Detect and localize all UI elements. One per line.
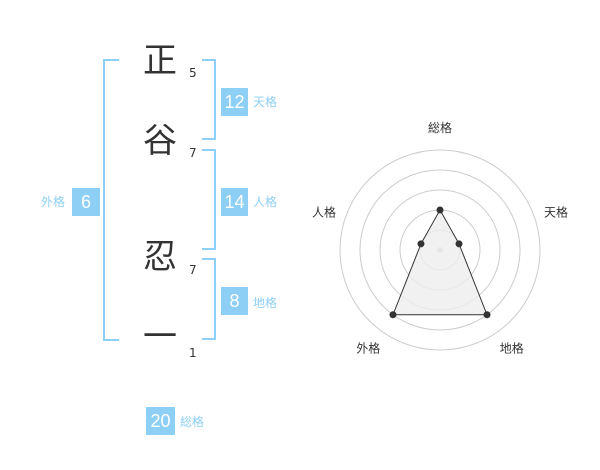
soukaku-value: 20: [146, 407, 175, 435]
gaikaku-label: 外格: [41, 195, 66, 209]
chikaku-bracket: [202, 258, 216, 340]
radar-point-3: [483, 311, 491, 319]
radar-point-2: [455, 240, 463, 248]
chikaku-value: 8: [221, 287, 248, 315]
radar-axis-label-3: 地格: [500, 341, 524, 356]
stroke-count-3: 7: [189, 263, 197, 277]
name-char-2: 谷: [143, 121, 177, 161]
radar-ring: [339, 149, 541, 351]
jinkaku-bracket: [202, 149, 216, 250]
name-char-1: 正: [143, 41, 177, 81]
radar-point-5: [417, 240, 425, 248]
tenkaku-value: 12: [221, 88, 248, 116]
chikaku-label: 地格: [253, 296, 278, 310]
radar-axis-label-5: 人格: [312, 204, 336, 219]
radar-point-4: [389, 311, 397, 319]
jinkaku-value: 14: [221, 188, 248, 216]
gaikaku-bracket: [103, 59, 119, 341]
radar-axis-label-4: 外格: [356, 341, 380, 356]
name-char-4: 一: [143, 317, 177, 357]
stroke-count-1: 5: [189, 66, 197, 80]
radar-axis-label-1: 総格: [428, 120, 452, 135]
jinkaku-label: 人格: [253, 195, 278, 209]
tenkaku-label: 天格: [253, 95, 278, 109]
radar-polygon: [392, 208, 488, 316]
stroke-count-2: 7: [189, 146, 197, 160]
radar-point-1: [436, 206, 444, 214]
gaikaku-value: 6: [72, 188, 100, 216]
stroke-count-4: 1: [189, 346, 197, 360]
name-char-3: 忍: [143, 237, 177, 277]
tenkaku-bracket: [202, 59, 216, 140]
soukaku-label: 総格: [180, 415, 205, 429]
radar-ring: [359, 169, 521, 331]
radar-axis-label-2: 天格: [544, 204, 568, 219]
